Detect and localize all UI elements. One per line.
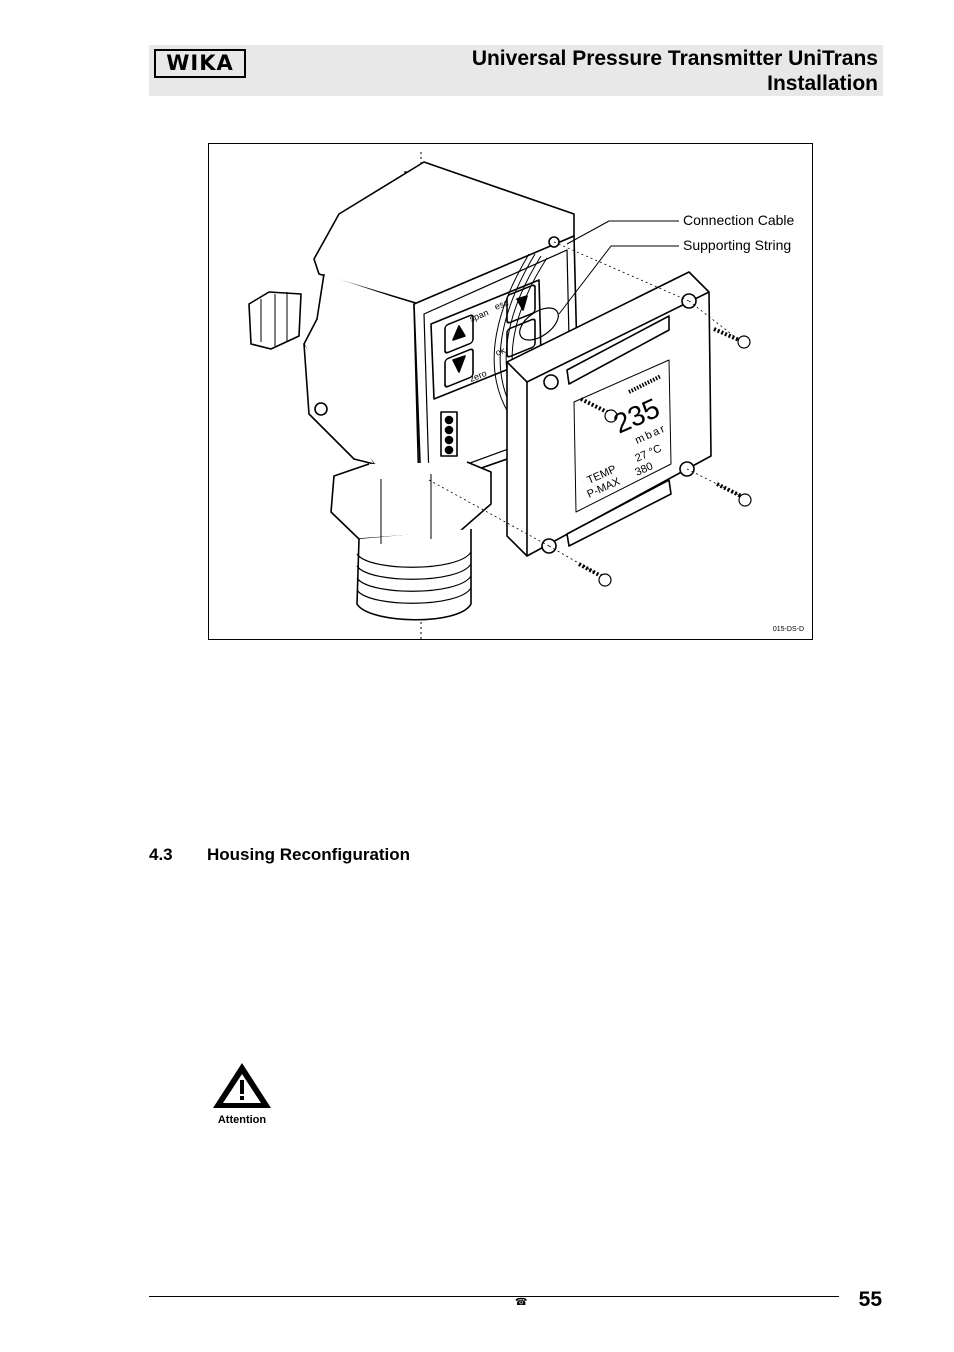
callout-connection-cable: Connection Cable: [683, 212, 795, 228]
phone-icon: ☎: [515, 1297, 528, 1308]
transmitter-illustration: span esc zero ok 235 mbar TEMP 27 °C P-M…: [248, 152, 752, 639]
section-title: Housing Reconfiguration: [207, 845, 411, 864]
attention-label: Attention: [217, 1114, 267, 1126]
figure-code: 015-DS-D: [772, 626, 804, 633]
housing-reconfiguration-figure: span esc zero ok 235 mbar TEMP 27 °C P-M…: [208, 143, 813, 640]
page-header-title: Universal Pressure Transmitter UniTrans …: [472, 46, 878, 96]
section-number: 4.3: [149, 845, 173, 864]
wika-logo: WIKA: [154, 49, 246, 78]
callout-supporting-string: Supporting String: [683, 237, 792, 253]
header-title-line2: Installation: [767, 72, 878, 95]
keypad-ok-label: ok: [494, 345, 507, 358]
footer-rule: [149, 1296, 839, 1297]
warning-triangle-icon: [210, 1060, 274, 1117]
page-number: 55: [858, 1288, 882, 1311]
header-title-line1: Universal Pressure Transmitter UniTrans: [471, 47, 878, 70]
header-band: [149, 45, 883, 96]
